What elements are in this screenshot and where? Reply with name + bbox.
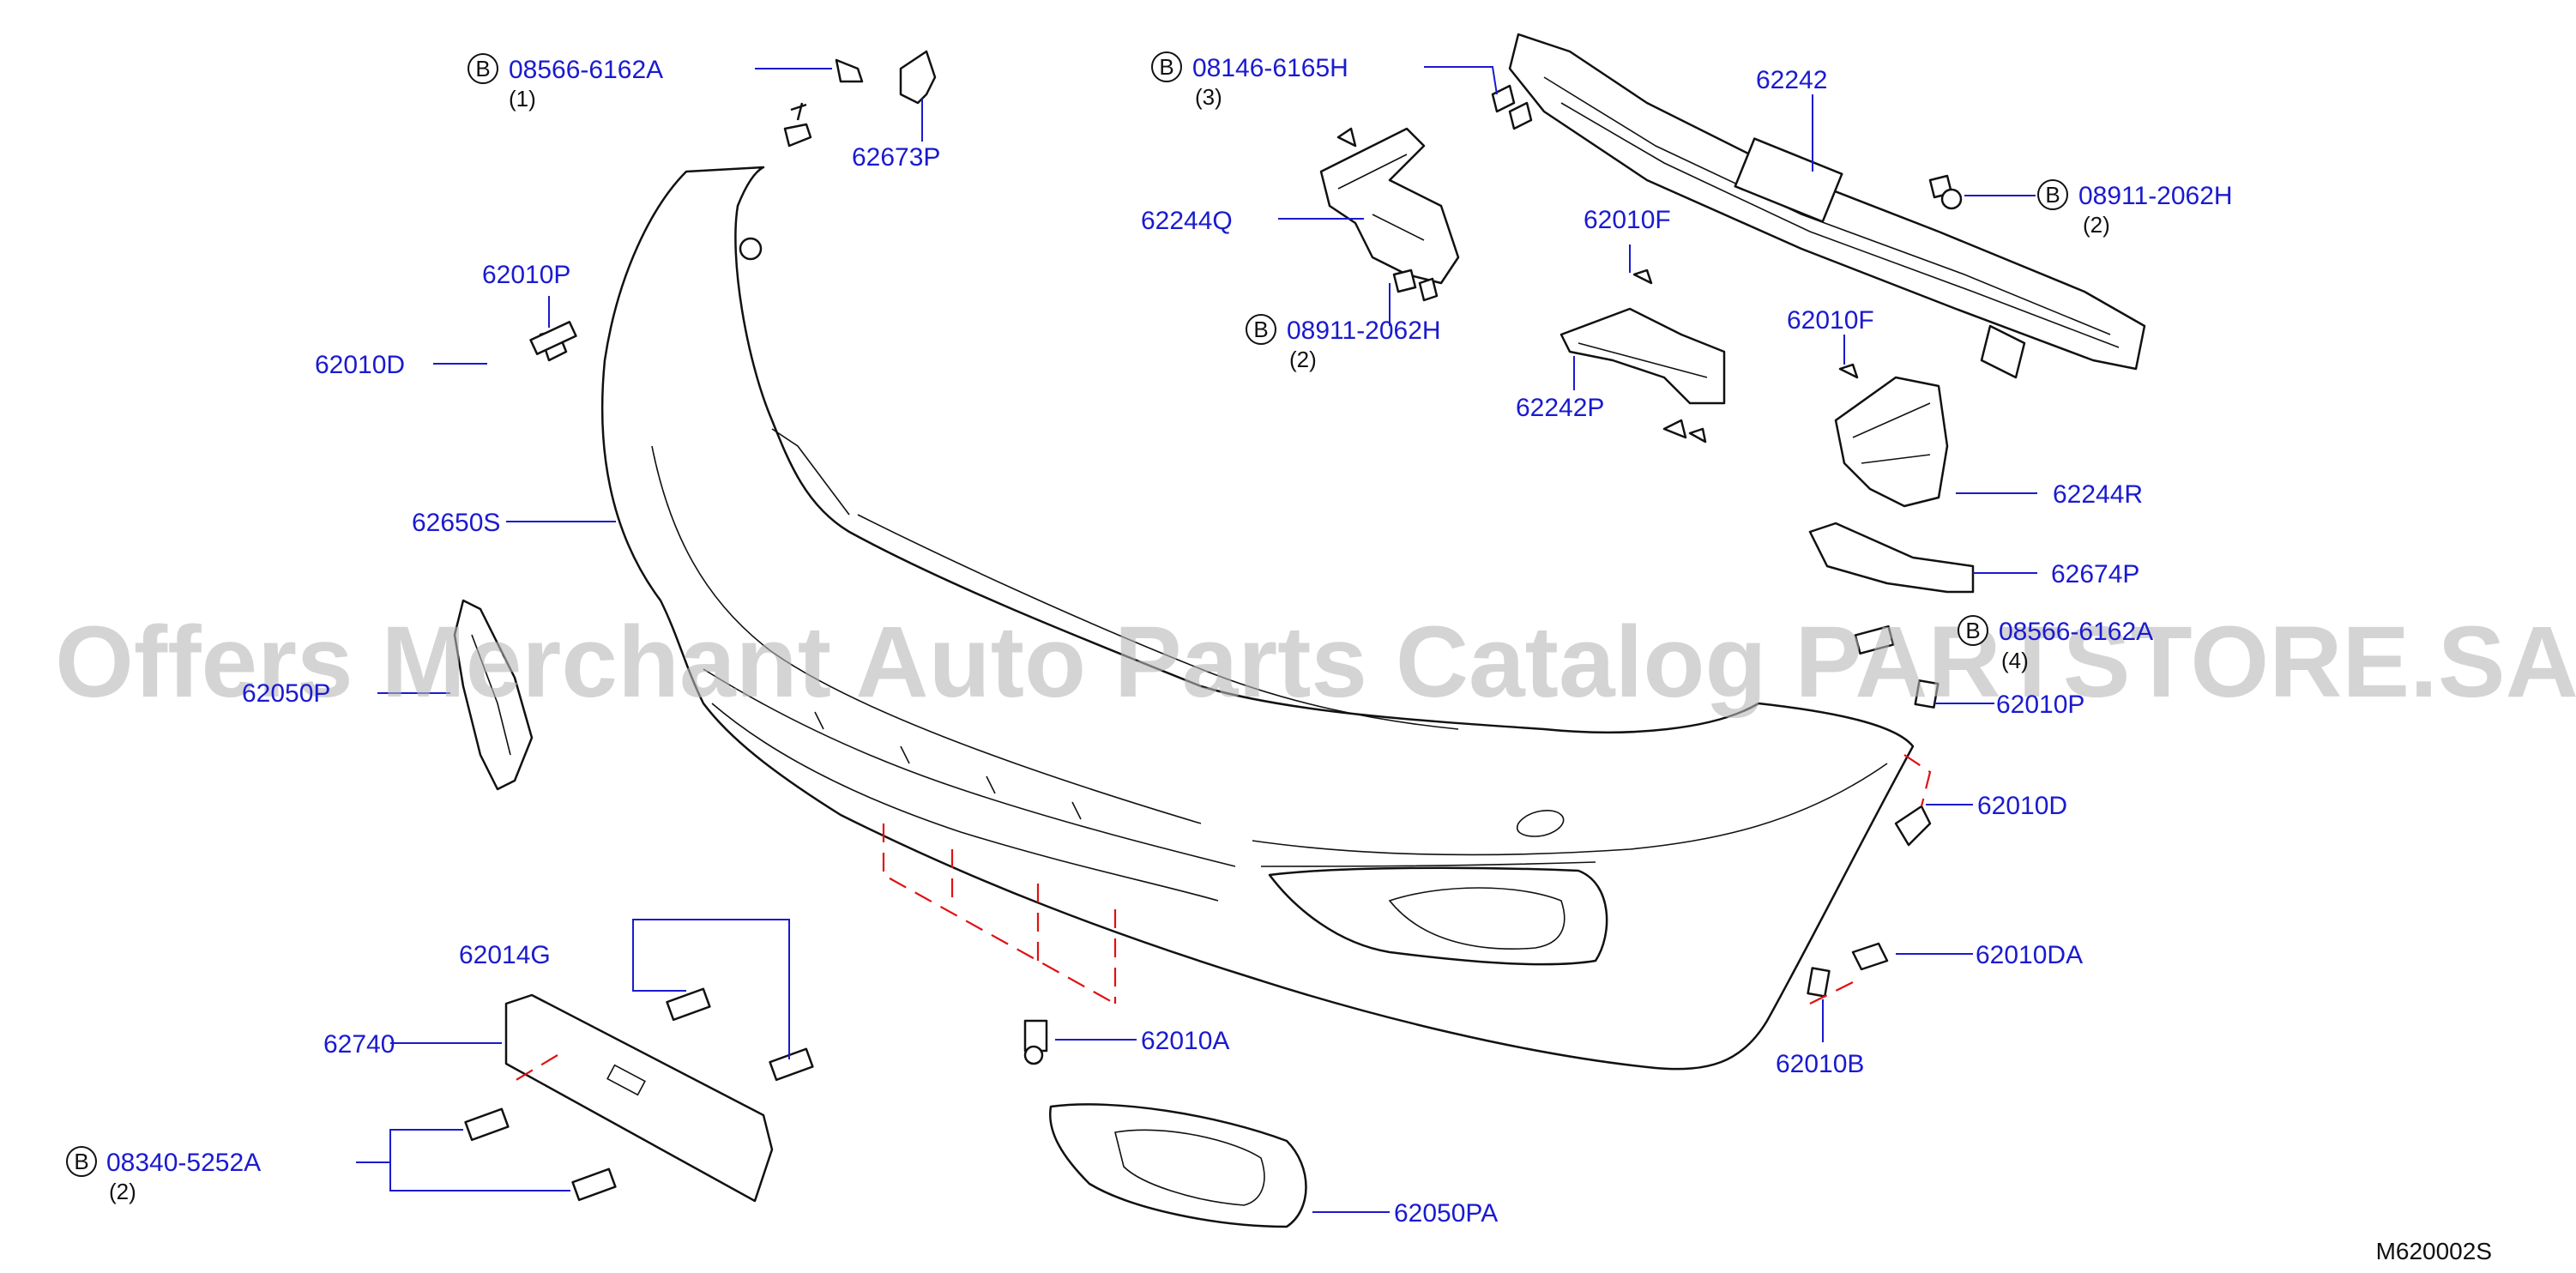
bolt-symbol-circle xyxy=(66,1146,97,1177)
bracket-62244Q-drawing xyxy=(1319,127,1460,285)
bolt-symbol-circle xyxy=(2037,179,2068,210)
part-number-08566-6162A[interactable]: 08566-6162A xyxy=(509,56,663,84)
diagram-code: M620002S xyxy=(2376,1238,2492,1264)
fog-bezel-62050PA-drawing xyxy=(1048,1103,1307,1228)
part-number-62010P[interactable]: 62010P xyxy=(482,261,570,289)
bracket-62673P-drawing xyxy=(899,50,937,105)
part-number-62740[interactable]: 62740 xyxy=(323,1030,395,1059)
bolt-symbol: B xyxy=(1253,317,1268,342)
part-number-62050P[interactable]: 62050P xyxy=(242,679,330,708)
part-number-62673P[interactable]: 62673P xyxy=(852,143,940,172)
part-number-62010P[interactable]: 62010P xyxy=(1996,691,2084,719)
bolt-symbol: B xyxy=(74,1149,88,1174)
bracket-62674P-drawing xyxy=(1808,522,1975,594)
part-number-62650S[interactable]: 62650S xyxy=(412,509,500,537)
part-number-08146-6165H[interactable]: 08146-6165H xyxy=(1192,54,1348,82)
bracket-62244R-drawing xyxy=(1834,376,1949,508)
alignment-guides xyxy=(514,754,1932,1082)
license-bracket-62740-drawing xyxy=(504,993,774,1203)
part-quantity: (2) xyxy=(1289,347,1317,372)
part-number-62244Q[interactable]: 62244Q xyxy=(1141,207,1233,235)
part-labels: B 08566-6162A (1) 62673P B 08146-6165H (… xyxy=(66,51,2233,1228)
part-quantity: (4) xyxy=(2001,648,2029,673)
side-bracket-62050P-drawing xyxy=(453,599,534,791)
bumper-reinforcement-drawing xyxy=(1508,33,2146,379)
part-number-62674P[interactable]: 62674P xyxy=(2051,560,2139,588)
bolt-symbol: B xyxy=(1965,618,1980,643)
part-number-62010B[interactable]: 62010B xyxy=(1776,1050,1864,1078)
part-number-62010D[interactable]: 62010D xyxy=(1977,792,2067,820)
bolt-symbol-circle xyxy=(1151,51,1182,82)
bolt-symbol-circle xyxy=(1246,314,1276,345)
part-number-62242[interactable]: 62242 xyxy=(1756,66,1827,94)
fasteners xyxy=(464,58,1963,1202)
bumper-fascia-drawing xyxy=(600,166,1915,1071)
bolt-symbol: B xyxy=(1159,54,1173,80)
part-number-62010DA[interactable]: 62010DA xyxy=(1976,941,2083,969)
bolt-symbol-circle xyxy=(468,53,498,84)
bracket-62242P-drawing xyxy=(1559,307,1726,405)
bolt-symbol: B xyxy=(2045,182,2060,208)
part-quantity: (2) xyxy=(109,1179,136,1204)
part-quantity: (3) xyxy=(1195,84,1222,110)
part-number-62010A[interactable]: 62010A xyxy=(1141,1027,1229,1055)
part-number-08911-2062H[interactable]: 08911-2062H xyxy=(2078,182,2233,210)
part-number-62010D[interactable]: 62010D xyxy=(315,351,405,379)
leader-lines xyxy=(356,66,2037,1213)
part-quantity: (1) xyxy=(509,86,536,112)
part-number-08566-6162A[interactable]: 08566-6162A xyxy=(1999,618,2153,646)
part-number-62244R[interactable]: 62244R xyxy=(2053,480,2143,509)
part-number-62242P[interactable]: 62242P xyxy=(1516,394,1604,422)
part-drawings xyxy=(453,33,2146,1228)
part-number-62014G[interactable]: 62014G xyxy=(459,941,551,969)
part-number-08340-5252A[interactable]: 08340-5252A xyxy=(106,1149,261,1177)
part-number-08911-2062H[interactable]: 08911-2062H xyxy=(1287,317,1441,345)
part-number-62010F[interactable]: 62010F xyxy=(1787,306,1874,335)
part-quantity: (2) xyxy=(2083,212,2110,238)
watermark: Offers Merchant Auto Parts Catalog PARTS… xyxy=(55,606,2576,719)
bolt-symbol-circle xyxy=(1958,615,1988,646)
part-number-62010F[interactable]: 62010F xyxy=(1584,206,1671,234)
part-number-62050PA[interactable]: 62050PA xyxy=(1394,1199,1498,1228)
bolt-symbol: B xyxy=(475,56,490,81)
